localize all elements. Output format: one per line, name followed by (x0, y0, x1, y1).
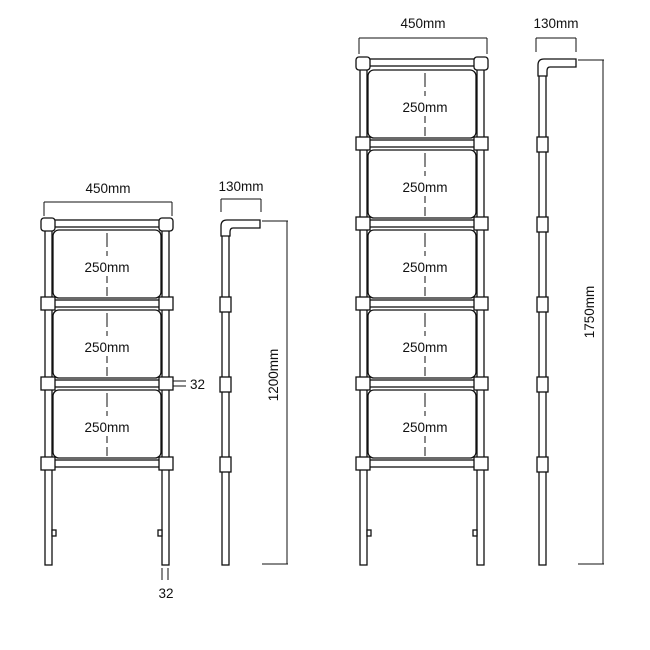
small-front-view: 450mm (40, 181, 205, 601)
small-side-pole (221, 225, 230, 566)
small-left-upright (44, 224, 53, 566)
large-side-view: 130mm 1750mm (533, 16, 604, 566)
small-shelf-height-label: 250mm (84, 340, 129, 355)
small-fittings (40, 217, 174, 537)
small-width-label: 450mm (85, 181, 130, 196)
small-shelf-height-label: 250mm (84, 260, 129, 275)
small-right-upright (161, 224, 170, 566)
small-top-rail (43, 219, 171, 228)
small-depth-label: 130mm (218, 179, 263, 194)
small-pipe-bottom-label: 32 (158, 586, 173, 601)
large-shelf-height-label: 250mm (402, 420, 447, 435)
small-cross-rail (43, 379, 171, 388)
large-cross-rail (358, 459, 486, 468)
small-side-elbow (220, 219, 261, 237)
small-shelf-height-label: 250mm (84, 420, 129, 435)
small-cross-rail (43, 299, 171, 308)
large-width-label: 450mm (400, 16, 445, 31)
small-depth-dimension: 130mm (218, 179, 264, 212)
large-cross-rail (358, 139, 486, 148)
large-shelf-height-label: 250mm (402, 180, 447, 195)
small-side-view: 130mm 1200mm (218, 179, 288, 566)
large-top-rail (358, 58, 486, 67)
small-pipe-side-label: 32 (190, 377, 205, 392)
large-width-dimension: 450mm (358, 16, 488, 54)
small-height-label: 1200mm (266, 349, 281, 402)
large-cross-rail (358, 219, 486, 228)
large-height-dimension: 1750mm (578, 59, 604, 565)
large-fittings (355, 56, 489, 537)
large-side-elbow (537, 58, 577, 77)
small-pipe-side-dimension: 32 (173, 377, 205, 392)
large-shelf-height-label: 250mm (402, 100, 447, 115)
small-pipe-bottom-dimension: 32 (158, 568, 174, 601)
small-width-dimension: 450mm (43, 181, 173, 216)
large-cross-rail (358, 299, 486, 308)
large-shelf-height-label: 250mm (402, 340, 447, 355)
large-front-view: 450mm (355, 16, 489, 566)
large-height-label: 1750mm (582, 286, 597, 339)
large-cross-rail (358, 379, 486, 388)
small-height-dimension: 1200mm (262, 220, 288, 565)
small-cross-rail (43, 459, 171, 468)
large-depth-dimension: 130mm (533, 16, 579, 52)
large-shelf-height-label: 250mm (402, 260, 447, 275)
large-depth-label: 130mm (533, 16, 578, 31)
